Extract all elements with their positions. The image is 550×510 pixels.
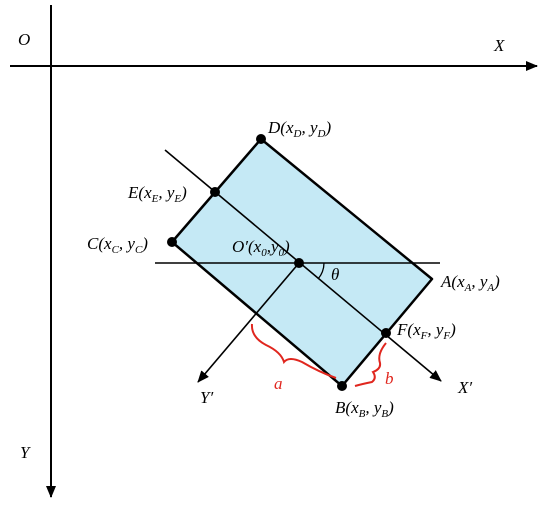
brace-a (250, 323, 337, 379)
point-b-label: B(xB, yB) (335, 398, 394, 420)
point-f-label: F(xF, yF) (396, 320, 456, 342)
y-axis-label: Y (20, 443, 31, 462)
origin-label: O (18, 30, 30, 49)
brace-b (354, 342, 387, 387)
side-b-label: b (385, 369, 394, 388)
side-a-label: a (274, 374, 283, 393)
point-f (381, 328, 391, 338)
point-o-prime (294, 258, 304, 268)
point-c-label: C(xC, yC) (87, 234, 148, 256)
x-axis-label: X (493, 36, 505, 55)
point-o-prime-label: O′(x0,y0) (232, 237, 290, 259)
angle-label: θ (331, 265, 339, 284)
point-d-label: D(xD, yD) (267, 118, 331, 140)
point-a-label: A(xA, yA) (440, 272, 500, 294)
x-prime-label: X′ (457, 378, 472, 397)
point-c (167, 237, 177, 247)
y-prime-axis (197, 262, 300, 383)
point-d (256, 134, 266, 144)
point-e (210, 187, 220, 197)
angle-arc (317, 262, 325, 280)
point-e-label: E(xE, yE) (127, 183, 187, 205)
point-b (337, 381, 347, 391)
y-prime-label: Y′ (200, 388, 213, 407)
